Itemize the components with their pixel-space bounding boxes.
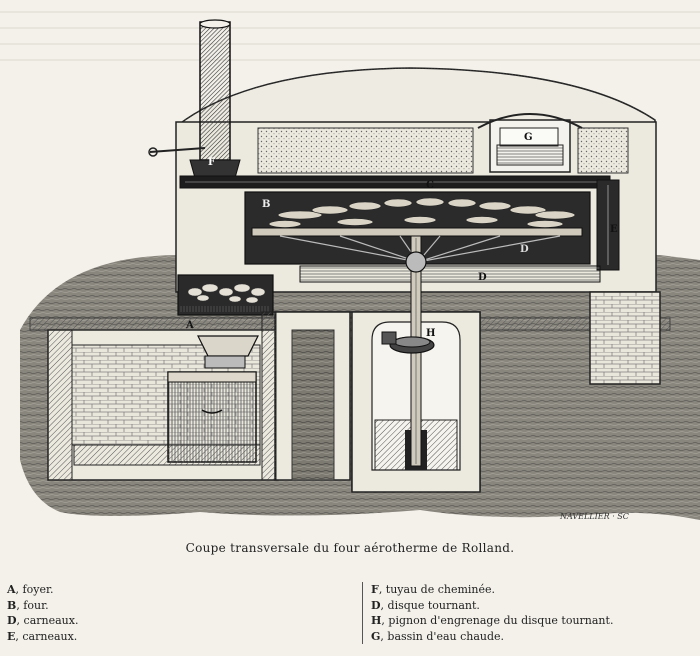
support-column (589, 291, 661, 385)
label-h: H (426, 328, 435, 339)
pinion-gear (381, 331, 435, 354)
label-b: B (262, 199, 270, 210)
legend-item: F, tuyau de cheminée. (371, 583, 496, 596)
oven-dome (177, 67, 656, 131)
label-c: C (426, 180, 434, 191)
label-g: G (524, 132, 533, 143)
figure-caption: Coupe transversale du four aérotherme de… (185, 541, 515, 555)
legend-item: D, disque tournant. (371, 598, 480, 612)
left-wall (47, 329, 73, 481)
oven-cross-section-engraving: G F C E B (0, 11, 700, 520)
chimney-pipe (199, 21, 231, 161)
burning-coals (187, 283, 266, 304)
background-texture (0, 11, 700, 61)
legend-item: B, four. (7, 598, 49, 612)
rotating-disk (251, 227, 583, 237)
engraver-signature: NAVELLIER · SC (560, 512, 629, 521)
label-d-flue: D (478, 272, 487, 283)
legend-item: D, carneaux. (7, 614, 79, 627)
legend-item: H, pignon d'engrenage du disque tournant… (371, 614, 614, 627)
legend-left-column: A, foyer. B, four. D, carneaux. E, carne… (7, 582, 78, 644)
damper-rod (149, 147, 206, 153)
legend-right-column: F, tuyau de cheminée. D, disque tournant… (362, 582, 613, 644)
label-e: E (610, 224, 618, 235)
label-d-disk: D (520, 244, 529, 255)
flue-lower (299, 265, 601, 283)
bread-loaves (268, 197, 576, 228)
legend-item: E, carneaux. (7, 629, 78, 643)
legend-item: A, foyer. (7, 583, 54, 596)
insulation-layer (257, 127, 474, 174)
legend-item: G, bassin d'eau chaude. (371, 629, 505, 643)
label-f: F (208, 157, 215, 168)
